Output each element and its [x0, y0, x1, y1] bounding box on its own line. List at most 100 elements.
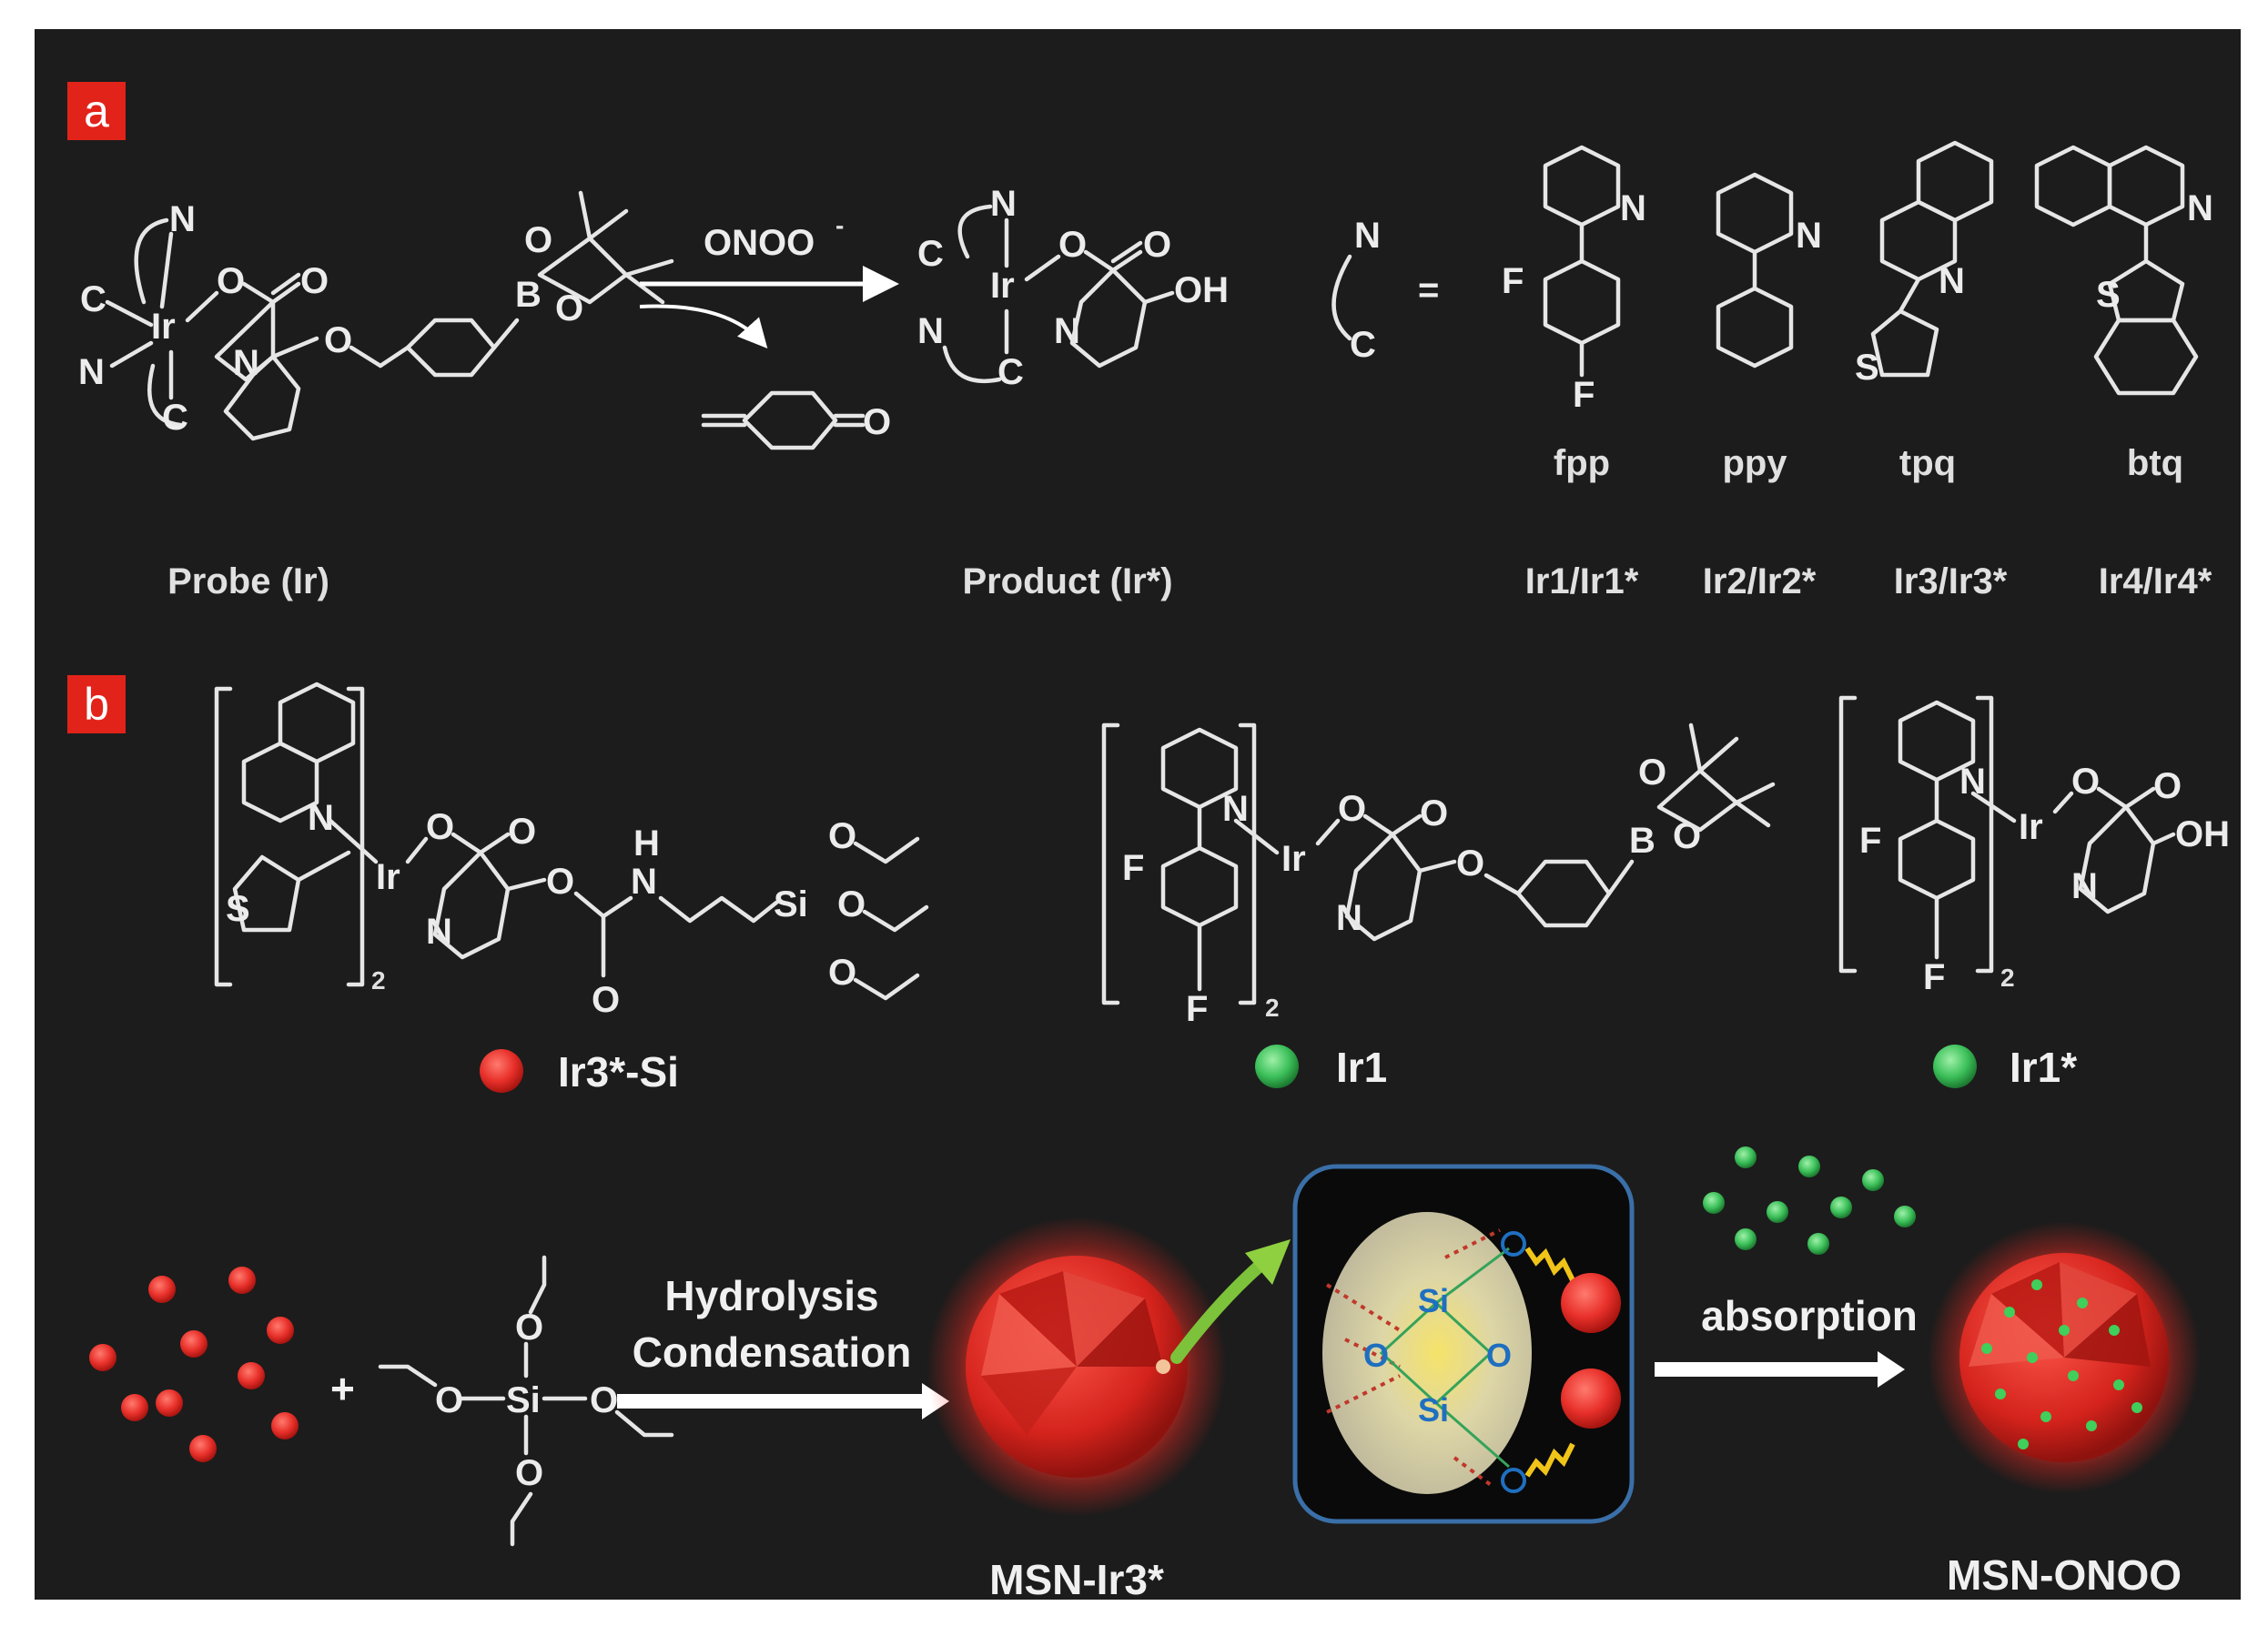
svg-text:O: O	[837, 884, 866, 924]
svg-text:C: C	[80, 279, 106, 319]
ir3-si-dot	[480, 1049, 523, 1093]
svg-text:Ir: Ir	[1281, 839, 1306, 879]
reaction-arrow: ONOO - O	[639, 211, 899, 450]
ir1-star-dot	[1933, 1045, 1977, 1088]
svg-text:F: F	[1859, 821, 1881, 861]
svg-text:Si: Si	[774, 884, 808, 924]
svg-text:O: O	[324, 320, 352, 360]
zoom-arrow	[1170, 1260, 1265, 1364]
svg-text:O: O	[1420, 793, 1448, 833]
svg-text:O: O	[217, 261, 245, 301]
ligand-fpp-structure: N F F	[1502, 145, 1646, 415]
ligand-equals: =	[1418, 270, 1439, 310]
step1-line2: Condensation	[633, 1328, 912, 1376]
svg-text:2: 2	[2000, 964, 2015, 992]
ir1-label: Ir1	[1336, 1044, 1387, 1091]
svg-text:S: S	[226, 889, 250, 929]
svg-text:O: O	[1638, 752, 1666, 793]
msn-ir3-sphere	[926, 1217, 1227, 1517]
svg-text:F: F	[1122, 848, 1144, 888]
svg-text:Si: Si	[506, 1380, 541, 1420]
svg-text:F: F	[1923, 957, 1945, 997]
svg-text:B: B	[1629, 821, 1655, 861]
ligand-tpq-name: tpq	[1899, 443, 1956, 483]
product-structure: N C Ir N C O O N OH	[917, 184, 1229, 392]
green-dots-cluster	[1703, 1146, 1916, 1255]
svg-text:N: N	[1959, 762, 1986, 802]
svg-text:S: S	[2096, 275, 2121, 315]
ligand-fpp-name: fpp	[1554, 443, 1610, 483]
ir1-structure: N F F 2 Ir O O N O B O O	[1101, 722, 1776, 1029]
svg-text:O: O	[1143, 225, 1171, 265]
svg-text:OH: OH	[2175, 814, 2230, 854]
ligand-pair-1: Ir1/Ir1*	[1525, 561, 1639, 601]
svg-text:B: B	[515, 275, 542, 315]
svg-text:O: O	[828, 816, 856, 856]
silica-zoom-box: Si Si O O	[1292, 1164, 1635, 1524]
ir1-star-label: Ir1*	[2010, 1044, 2077, 1091]
ligand-pair-3: Ir3/Ir3*	[1894, 561, 2008, 601]
svg-text:N: N	[78, 352, 105, 392]
svg-text:O: O	[1338, 789, 1366, 829]
panel-b-tag-text: b	[84, 679, 109, 730]
ligand-pair-4: Ir4/Ir4*	[2099, 561, 2212, 601]
ligand-definition: N C =	[1331, 216, 1439, 365]
svg-text:O: O	[515, 1308, 543, 1348]
svg-text:N: N	[1354, 216, 1381, 256]
svg-text:O: O	[300, 261, 329, 301]
ir3-si-label: Ir3*-Si	[558, 1048, 679, 1096]
product-label: Product (Ir*)	[962, 561, 1172, 601]
svg-text:N: N	[233, 343, 259, 383]
svg-text:F: F	[1502, 261, 1524, 301]
msn-onoo-label: MSN-ONOO	[1947, 1551, 2182, 1599]
msn-ir3-label: MSN-Ir3*	[989, 1556, 1164, 1600]
ligand-btq-structure: N S	[2034, 145, 2213, 396]
probe-label: Probe (Ir)	[167, 561, 329, 601]
svg-text:S: S	[1855, 348, 1879, 388]
ir1-star-structure: N F F 2 Ir O O N OH	[1838, 695, 2230, 997]
panel-b-tag	[67, 675, 126, 733]
ligand-pair-2: Ir2/Ir2*	[1703, 561, 1817, 601]
msn-onoo-sphere	[1928, 1221, 2201, 1494]
ligand-tpq-structure: N S	[1855, 140, 1994, 388]
svg-text:O: O	[590, 1380, 618, 1420]
ligand-ppy-structure: N	[1716, 172, 1822, 369]
svg-text:O: O	[1058, 225, 1087, 265]
teos-structure: Si O O O O	[378, 1255, 674, 1547]
svg-text:F: F	[1573, 375, 1595, 415]
svg-text:Si: Si	[1418, 1391, 1449, 1429]
svg-text:N: N	[1796, 216, 1822, 256]
svg-text:N: N	[1620, 188, 1646, 228]
svg-text:C: C	[162, 398, 188, 438]
svg-text:N: N	[990, 184, 1017, 224]
svg-text:Si: Si	[1418, 1282, 1449, 1319]
plus-sign: +	[330, 1365, 355, 1412]
svg-text:O: O	[1363, 1337, 1389, 1374]
svg-text:O: O	[2071, 762, 2100, 802]
svg-text:N: N	[631, 862, 657, 902]
scheme-diagram: a N C N C Ir O O N O	[67, 82, 2230, 1603]
absorption-arrow	[1655, 1351, 1905, 1388]
svg-text:Ir: Ir	[376, 857, 400, 897]
svg-text:2: 2	[1265, 994, 1280, 1022]
svg-text:O: O	[1486, 1337, 1512, 1374]
ligand-btq-name: btq	[2127, 443, 2183, 483]
ir1-dot	[1255, 1045, 1299, 1088]
panel-a-tag	[67, 82, 126, 140]
svg-text:2: 2	[371, 966, 386, 995]
svg-text:O: O	[1456, 843, 1484, 884]
svg-text:C: C	[997, 352, 1024, 392]
figure-panel: a N C N C Ir O O N O	[35, 29, 2241, 1603]
svg-text:N: N	[308, 798, 334, 838]
svg-text:O: O	[435, 1380, 463, 1420]
svg-text:O: O	[863, 402, 891, 442]
reagent-text: ONOO	[704, 223, 815, 263]
ligand-ppy-name: ppy	[1722, 443, 1787, 483]
svg-text:O: O	[426, 807, 454, 847]
svg-text:OH: OH	[1174, 270, 1229, 310]
ir3-si-structure: N S 2 Ir O O N O O N H Si O O O	[214, 682, 929, 1020]
svg-text:F: F	[1186, 989, 1208, 1029]
svg-text:N: N	[169, 199, 196, 239]
svg-text:Ir: Ir	[990, 266, 1015, 306]
probe-structure: N C N C Ir O O N O	[78, 190, 674, 441]
